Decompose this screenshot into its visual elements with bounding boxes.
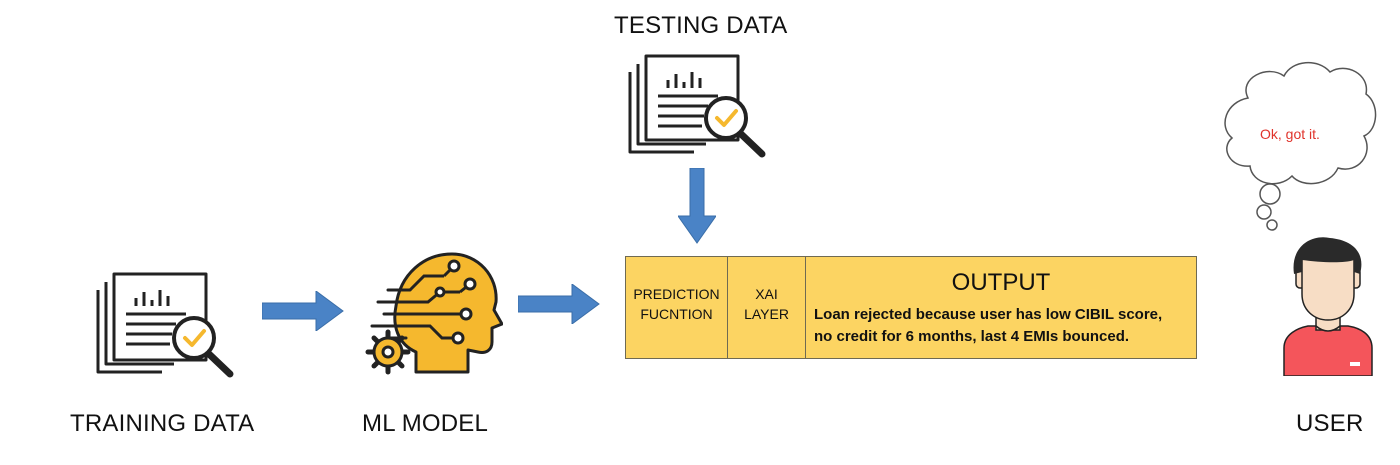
output-line2: no credit for 6 months, last 4 EMIs boun…	[814, 328, 1130, 345]
user-label: USER	[1296, 410, 1364, 437]
ml-model-label: ML MODEL	[362, 410, 489, 437]
output-cell: OUTPUT Loan rejected because user has lo…	[806, 257, 1196, 358]
ml-model-ai-head-icon	[365, 252, 503, 375]
xai-line1: XAI	[755, 285, 778, 302]
thought-cloud-icon	[1224, 62, 1377, 231]
prediction-line2: FUCNTION	[640, 305, 713, 322]
training-to-model-arrow	[262, 291, 344, 331]
model-to-box-arrow	[518, 284, 600, 324]
xai-line2: LAYER	[744, 305, 789, 322]
prediction-line1: PREDICTION	[633, 285, 720, 302]
user-avatar-icon	[1283, 237, 1373, 376]
output-title: OUTPUT	[951, 269, 1051, 296]
prediction-function-cell: PREDICTION FUCNTION	[626, 257, 728, 358]
training-data-report-icon	[96, 272, 234, 378]
training-data-label: TRAINING DATA	[70, 410, 255, 437]
testing-to-box-arrow	[678, 168, 716, 244]
output-explanation: Loan rejected because user has low CIBIL…	[814, 304, 1162, 348]
prediction-output-box: PREDICTION FUCNTION XAI LAYER OUTPUT Loa…	[625, 256, 1197, 359]
output-line1: Loan rejected because user has low CIBIL…	[814, 306, 1163, 323]
xai-layer-cell: XAI LAYER	[728, 257, 806, 358]
testing-data-label: TESTING DATA	[614, 12, 788, 39]
thought-text: Ok, got it.	[1260, 126, 1320, 142]
testing-data-report-icon	[628, 54, 766, 158]
